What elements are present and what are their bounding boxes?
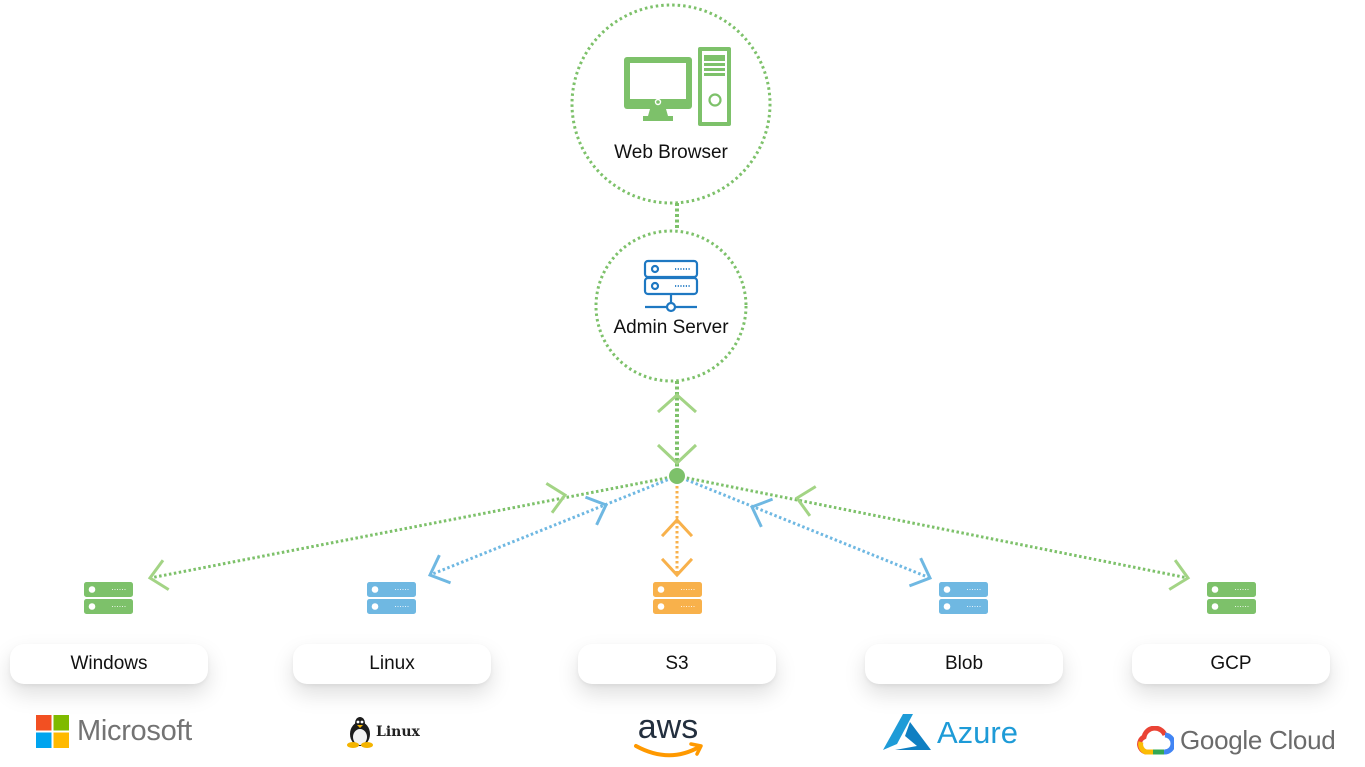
linux-logo: Linux (347, 716, 420, 748)
admin-server-node[interactable]: Admin Server (594, 229, 748, 383)
arrow-to-gcp-icon (1168, 559, 1191, 591)
aws-smile-icon (634, 744, 701, 758)
arrow-from-blob-icon (749, 497, 774, 528)
web-browser-label: Web Browser (614, 142, 728, 163)
server-icon-gcp (1207, 582, 1256, 614)
branch-line-windows (149, 474, 678, 580)
google-cloud-logo-text: Google Cloud (1180, 725, 1336, 755)
arrow-from-gcp-icon (794, 485, 817, 517)
arrow-to-windows-icon (147, 559, 170, 591)
arrow-to-s3-icon (660, 557, 694, 578)
arrow-down-icon (656, 443, 698, 466)
aws-logo-text: aws (638, 708, 698, 746)
web-browser-circle (570, 3, 772, 205)
microsoft-logo: Microsoft (36, 715, 192, 748)
azure-logo-text: Azure (937, 714, 1018, 750)
target-pill-s3[interactable]: S3 (578, 644, 776, 684)
desktop-computer-icon (624, 47, 731, 126)
branch-line-gcp (676, 474, 1189, 580)
arrow-from-linux-icon (584, 495, 609, 526)
tux-penguin-icon (347, 717, 373, 748)
azure-logo: Azure (883, 714, 1018, 751)
target-pill-gcp[interactable]: GCP (1132, 644, 1330, 684)
web-browser-node[interactable]: Web Browser (570, 3, 772, 205)
admin-server-circle (594, 229, 748, 383)
arrow-from-windows-icon (545, 482, 568, 514)
arrow-up-icon (656, 392, 698, 414)
branch-connectors (147, 474, 1191, 591)
target-servers (84, 582, 1256, 614)
branch-line-blob (676, 474, 931, 580)
server-icon-blob (939, 582, 988, 614)
azure-triangle-icon (883, 714, 931, 750)
server-icon-s3 (653, 582, 702, 614)
server-icon-windows (84, 582, 133, 614)
google-cloud-logo: Google Cloud (1136, 725, 1336, 756)
arrow-to-linux-icon (427, 554, 452, 585)
google-cloud-icon (1137, 725, 1174, 754)
target-pill-blob[interactable]: Blob (865, 644, 1063, 684)
hub-junction-dot (669, 468, 685, 484)
arrow-to-blob-icon (908, 557, 933, 588)
target-pill-linux[interactable]: Linux (293, 644, 491, 684)
aws-logo: aws (633, 708, 705, 760)
admin-server-label: Admin Server (613, 317, 729, 338)
server-icon-linux (367, 582, 416, 614)
microsoft-logo-text: Microsoft (77, 715, 192, 747)
network-server-icon (643, 259, 699, 313)
linux-logo-text: Linux (376, 724, 420, 740)
target-pill-windows[interactable]: Windows (10, 644, 208, 684)
arrow-from-s3-icon (660, 517, 694, 538)
aws-arrow-icon (689, 742, 703, 756)
branch-line-linux (429, 474, 678, 577)
microsoft-squares-icon (36, 715, 69, 748)
aws-logo-mark: aws (634, 708, 703, 758)
